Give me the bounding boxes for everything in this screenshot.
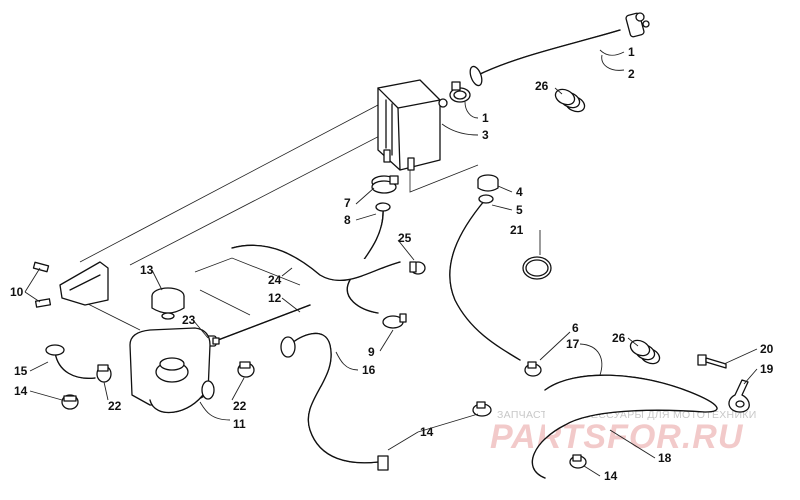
hose-clamp-16-end xyxy=(377,455,389,471)
elbow-hose-15 xyxy=(45,344,96,379)
leader-lines xyxy=(24,49,758,477)
callout-15: 15 xyxy=(14,364,28,378)
callout-24: 24 xyxy=(268,273,282,287)
radiator-hose-17 xyxy=(531,374,718,479)
thermostat-housing xyxy=(377,79,448,171)
callout-26b: 26 xyxy=(612,331,626,345)
callout-17: 17 xyxy=(566,337,580,351)
wire-clamp-21 xyxy=(522,256,552,280)
vent-tube xyxy=(217,304,311,341)
callout-25: 25 xyxy=(398,231,412,245)
callout-26a: 26 xyxy=(535,79,549,93)
callout-4: 4 xyxy=(516,185,523,199)
callout-14c: 14 xyxy=(604,469,618,483)
lower-radiator-hose xyxy=(280,332,379,464)
hose-clamp-housing xyxy=(449,81,471,103)
reference-lines xyxy=(79,104,479,331)
callout-22b: 22 xyxy=(233,399,247,413)
callout-18: 18 xyxy=(658,451,672,465)
callout-5: 5 xyxy=(516,203,523,217)
hose-clamp-14-left xyxy=(61,394,79,410)
callout-3: 3 xyxy=(482,128,489,142)
hose-clamp-small xyxy=(477,174,499,192)
callout-23: 23 xyxy=(182,313,196,327)
hose-clamp-7 xyxy=(371,175,399,194)
callout-1b: 1 xyxy=(482,111,489,125)
watermark-logo: PARTSFOR.RU xyxy=(490,418,744,456)
watermark: PARTSFOR.RU ЗАПЧАСТИ И АКСЕССУАРЫ ДЛЯ МО… xyxy=(490,409,756,456)
callout-7: 7 xyxy=(344,196,351,210)
callout-10: 10 xyxy=(10,285,24,299)
hose-clamp-14-center xyxy=(472,401,492,417)
callout-20: 20 xyxy=(760,342,774,356)
callouts: 1 2 26 1 3 4 5 21 7 8 25 13 24 12 10 23 … xyxy=(10,45,774,483)
callout-13: 13 xyxy=(140,263,154,277)
callout-19: 19 xyxy=(760,362,774,376)
hose-clamp-6 xyxy=(524,361,542,377)
callout-2: 2 xyxy=(628,67,635,81)
callout-14a: 14 xyxy=(14,384,28,398)
hose-clamp-top xyxy=(625,12,650,38)
hose-clamp-14-right xyxy=(569,454,587,469)
bolt-20 xyxy=(697,354,727,369)
callout-11: 11 xyxy=(233,417,246,431)
callout-22a: 22 xyxy=(108,399,122,413)
callout-1a: 1 xyxy=(628,45,635,59)
overflow-hose xyxy=(231,244,401,281)
hose-clamp-9 xyxy=(382,313,407,329)
coolant-reservoir xyxy=(129,327,211,406)
reservoir-outlet-hose xyxy=(149,380,215,414)
callout-16: 16 xyxy=(362,363,376,377)
clip-19 xyxy=(728,379,750,413)
hose-clamp-22-center xyxy=(237,361,255,378)
callout-12: 12 xyxy=(268,291,282,305)
reservoir-cap xyxy=(151,287,185,320)
mounting-bracket xyxy=(32,261,109,308)
callout-6: 6 xyxy=(572,321,579,335)
hose-8 xyxy=(346,202,391,314)
callout-14b: 14 xyxy=(420,425,434,439)
callout-21: 21 xyxy=(510,223,524,237)
hose-clamp-22-left xyxy=(96,364,112,383)
callout-8: 8 xyxy=(344,213,351,227)
bypass-hose xyxy=(449,194,521,361)
hose-clamp-25 xyxy=(409,261,426,275)
upper-radiator-hose xyxy=(469,29,621,87)
callout-9: 9 xyxy=(368,345,375,359)
spring-clamp-upper xyxy=(554,88,586,113)
